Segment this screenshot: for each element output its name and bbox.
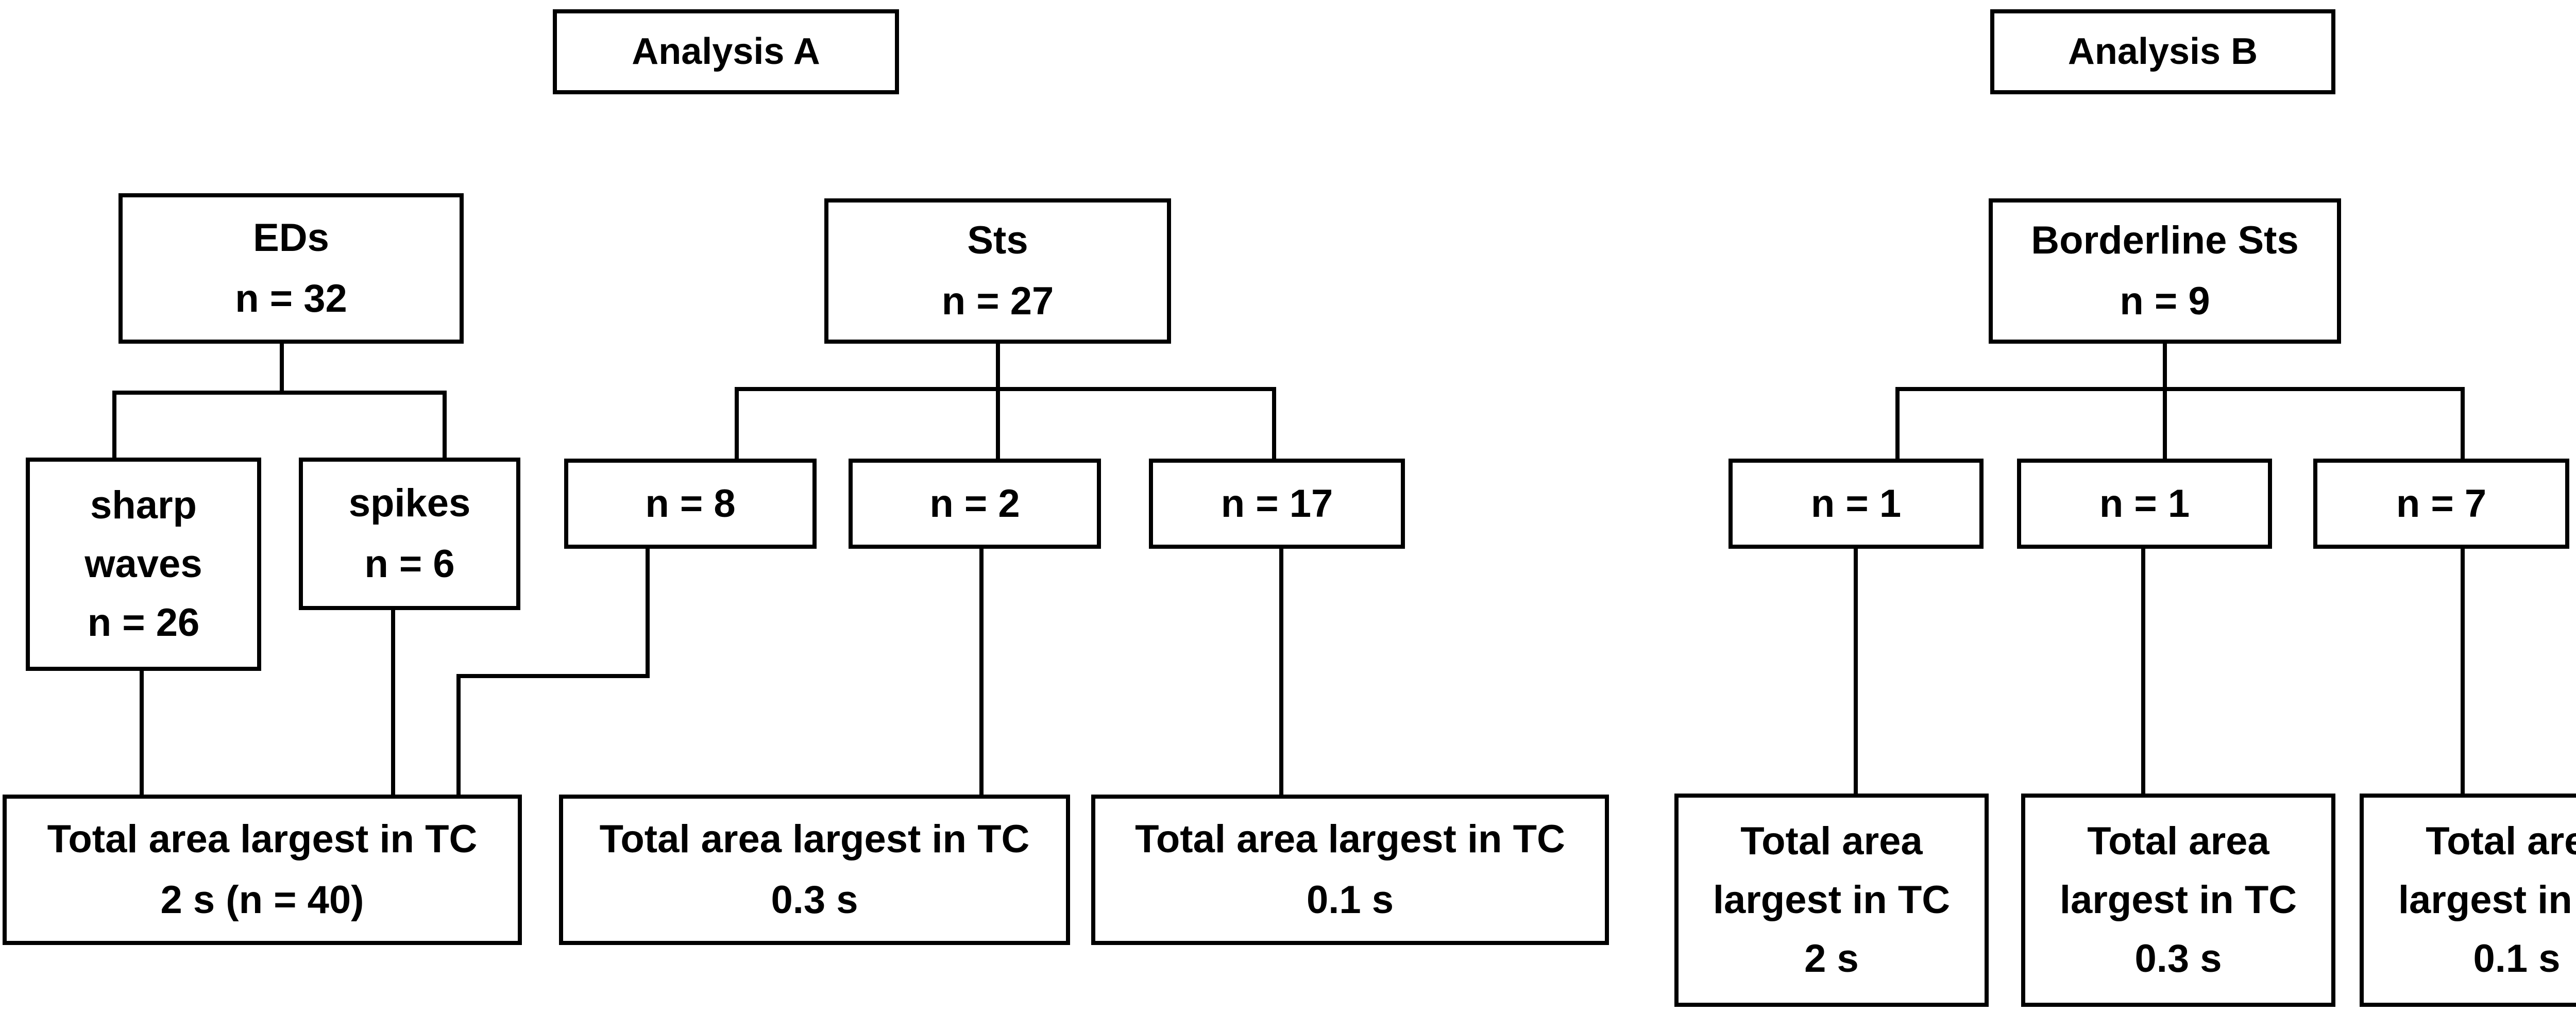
result-line2: 0.1 s <box>1306 878 1394 922</box>
sts-group-box: n = 17 <box>1149 459 1405 549</box>
result-line1: Total area <box>2087 819 2269 863</box>
sts-group-box: n = 8 <box>564 459 817 549</box>
sts-group-count: n = 8 <box>645 481 736 526</box>
sharp-waves-box: sharp waves n = 26 <box>26 458 261 671</box>
result-box: Total area largest in TC 0.3 s <box>2021 794 2335 1007</box>
result-line2: 2 s (n = 40) <box>160 878 364 922</box>
borderline-sts-count: n = 9 <box>2120 279 2210 323</box>
sts-group-box: n = 2 <box>849 459 1101 549</box>
sts-label: Sts <box>967 218 1028 263</box>
analysis-a-title: Analysis A <box>632 30 820 72</box>
sharp-waves-line2: waves <box>84 542 202 586</box>
borderline-group-box: n = 7 <box>2313 459 2569 549</box>
sts-box: Sts n = 27 <box>824 198 1171 344</box>
borderline-group-box: n = 1 <box>2017 459 2272 549</box>
result-box: Total area largest in TC 0.1 s <box>2360 794 2576 1007</box>
analysis-a-title-box: Analysis A <box>553 9 899 94</box>
sharp-waves-count: n = 26 <box>87 601 200 645</box>
sharp-waves-line1: sharp <box>90 483 197 527</box>
eds-box: EDs n = 32 <box>118 193 464 344</box>
eds-count: n = 32 <box>235 277 347 321</box>
connector-n8-to-result <box>456 546 650 797</box>
result-box: Total area largest in TC 2 s (n = 40) <box>3 795 522 945</box>
result-line1: Total area <box>2426 819 2576 863</box>
result-line1: Total area largest in TC <box>47 817 478 862</box>
analysis-b-title-box: Analysis B <box>1990 9 2335 94</box>
borderline-sts-label: Borderline Sts <box>2031 218 2299 263</box>
result-line2: largest in TC <box>2398 878 2576 922</box>
connector-eds-to-children <box>112 341 447 461</box>
sts-group-count: n = 17 <box>1221 481 1333 526</box>
spikes-count: n = 6 <box>364 542 455 586</box>
result-line2: 0.3 s <box>771 878 858 922</box>
result-line3: 0.3 s <box>2134 937 2222 981</box>
connector-borderline-to-groups <box>1895 341 2465 461</box>
result-line3: 2 s <box>1804 937 1859 981</box>
result-line1: Total area largest in TC <box>599 817 1030 862</box>
spikes-label: spikes <box>348 481 471 526</box>
result-box: Total area largest in TC 0.3 s <box>559 795 1070 945</box>
analysis-b-title: Analysis B <box>2067 30 2258 72</box>
result-line2: largest in TC <box>2059 878 2297 922</box>
result-line1: Total area largest in TC <box>1135 817 1565 862</box>
eds-label: EDs <box>253 216 329 260</box>
borderline-group-box: n = 1 <box>1728 459 1984 549</box>
borderline-group-count: n = 1 <box>2099 481 2190 526</box>
spikes-box: spikes n = 6 <box>299 458 520 610</box>
result-box: Total area largest in TC 2 s <box>1674 794 1989 1007</box>
sts-group-count: n = 2 <box>929 481 1020 526</box>
borderline-sts-box: Borderline Sts n = 9 <box>1989 198 2341 344</box>
result-line1: Total area <box>1740 819 1923 863</box>
result-box: Total area largest in TC 0.1 s <box>1091 795 1609 945</box>
borderline-group-count: n = 7 <box>2396 481 2487 526</box>
sts-count: n = 27 <box>941 279 1054 323</box>
result-line3: 0.1 s <box>2473 937 2561 981</box>
borderline-group-count: n = 1 <box>1810 481 1902 526</box>
result-line2: largest in TC <box>1713 878 1951 922</box>
connector-sts-to-groups <box>735 341 1276 461</box>
